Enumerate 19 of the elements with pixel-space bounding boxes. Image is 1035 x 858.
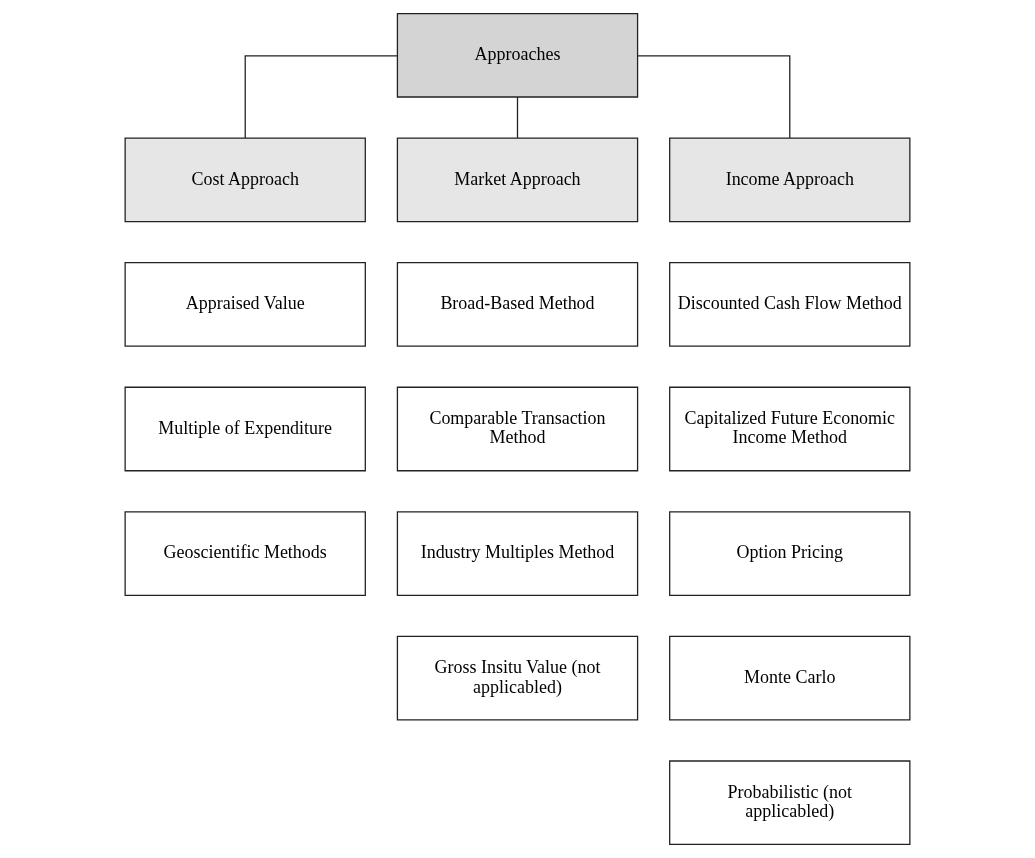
node-box: Capitalized Future Economic Income Method: [669, 386, 911, 472]
node-box: Monte Carlo: [669, 635, 911, 721]
node-box: Industry Multiples Method: [396, 511, 639, 596]
node-box: Comparable Transaction Method: [396, 386, 639, 472]
node-box: Gross Insitu Value (not applicabled): [396, 635, 639, 721]
connector: [637, 55, 791, 139]
node-box: Geoscientific Methods: [124, 511, 366, 596]
node-box: Appraised Value: [124, 262, 366, 347]
connector: [516, 96, 519, 139]
node-box: Broad-Based Method: [396, 262, 639, 347]
node-box: Option Pricing: [669, 511, 911, 596]
node-box: Market Approach: [396, 137, 639, 223]
node-box: Income Approach: [669, 137, 911, 223]
node-box: Cost Approach: [124, 137, 366, 223]
node-box: Discounted Cash Flow Method: [669, 262, 911, 347]
node-box: Approaches: [396, 12, 639, 98]
node-box: Probabilistic (not applicabled): [669, 760, 911, 846]
connector: [244, 55, 398, 139]
node-box: Multiple of Expenditure: [124, 386, 366, 472]
